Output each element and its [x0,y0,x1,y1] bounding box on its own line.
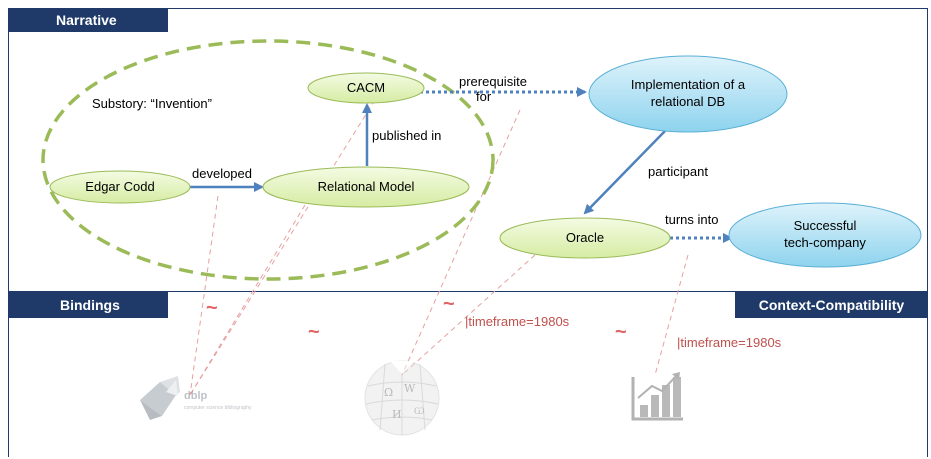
node-cacm-label: CACM [347,80,385,95]
binding-line-relational-dblp [189,204,306,396]
node-successful-label-line1: Successful [794,218,857,233]
context-compatibility-header: Context-Compatibility [735,292,928,318]
binding-line-prerequisite-wikipedia [401,109,521,376]
statistics-chart-icon [631,372,683,421]
node-edgar-codd: Edgar Codd [49,170,191,204]
bindings-header-label: Bindings [60,297,120,313]
node-implementation: Implementation of a relational DB [588,55,788,133]
edge-label-participant: participant [648,164,708,179]
edge-label-published-in: published in [372,128,441,143]
timeframe-annotation-wikipedia: |timeframe=1980s [465,314,570,329]
edge-label-prerequisite: prerequisite [459,74,527,89]
node-oracle: Oracle [499,217,671,259]
node-relational-model: Relational Model [262,166,470,208]
wikipedia-globe-icon: Ω W И Ѡ [364,360,440,436]
edge-label-developed: developed [192,166,252,181]
diagram-frame [8,8,928,457]
node-successful-tech-company: Successful tech-company [728,202,922,268]
svg-text:W: W [404,382,416,395]
svg-text:Ѡ: Ѡ [414,407,425,417]
binding-line-turns-into-stats [654,254,689,376]
edge-participant [583,130,666,215]
substory-label: Substory: “Invention” [92,96,212,111]
binding-line-cacm-dblp [189,99,376,396]
binding-tilde-3: ~ [443,293,455,315]
edge-label-for: for [476,89,492,104]
svg-text:Ω: Ω [384,386,393,399]
binding-lines [189,99,689,396]
substory-ellipse [41,39,495,281]
binding-line-edgar-dblp [189,195,219,396]
node-cacm: CACM [307,72,425,104]
narrative-header: Narrative [8,8,168,32]
binding-tilde-1: ~ [206,297,218,319]
timeframe-annotation-stats: |timeframe=1980s [677,335,782,350]
bindings-header: Bindings [8,292,168,318]
binding-line-oracle-wikipedia [401,254,536,376]
dblp-mark-icon [140,376,180,420]
edge-label-turns-into: turns into [665,212,718,227]
context-compatibility-header-label: Context-Compatibility [758,297,905,313]
node-successful-label-line2: tech-company [784,235,866,250]
dblp-logo: dblp computer science bibliography [140,376,252,420]
dblp-title: dblp [184,390,207,402]
node-edgar-codd-label: Edgar Codd [85,179,154,194]
binding-tilde-2: ~ [308,321,320,343]
binding-tilde-4: ~ [615,321,627,343]
node-oracle-label: Oracle [566,230,604,245]
section-divider [8,291,928,292]
node-relational-model-label: Relational Model [318,179,415,194]
node-implementation-label-line2: relational DB [651,94,725,109]
narrative-header-label: Narrative [56,12,117,28]
svg-text:И: И [392,408,402,421]
node-implementation-label-line1: Implementation of a [631,77,746,92]
dblp-subtitle: computer science bibliography [184,405,252,411]
